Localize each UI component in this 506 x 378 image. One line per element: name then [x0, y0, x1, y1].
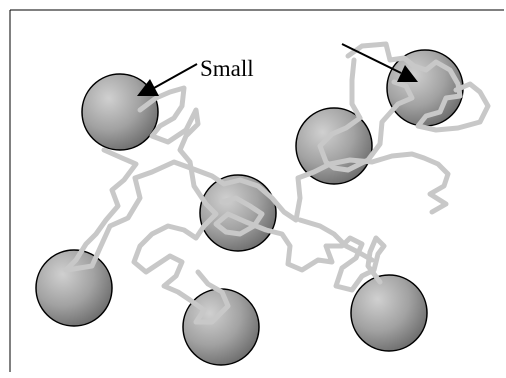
polymer-chain — [63, 147, 139, 273]
sphere — [35, 249, 113, 327]
arrow-head — [397, 65, 418, 82]
polymer-chain — [297, 217, 375, 263]
arrow-head — [137, 79, 159, 96]
polymer-chain — [317, 57, 415, 173]
sphere — [81, 73, 159, 151]
label-small: Small — [200, 56, 254, 81]
arrows — [137, 43, 418, 96]
polymer-chain — [131, 85, 231, 325]
polymer-chain — [213, 195, 387, 293]
arrow-line — [341, 43, 402, 74]
figure-frame — [9, 9, 504, 372]
polymer-chain — [64, 151, 451, 273]
polymer-chains — [63, 41, 491, 325]
polymer-chain — [345, 41, 491, 133]
sphere — [350, 274, 428, 352]
arrow-line — [153, 63, 198, 89]
sphere — [199, 174, 277, 252]
